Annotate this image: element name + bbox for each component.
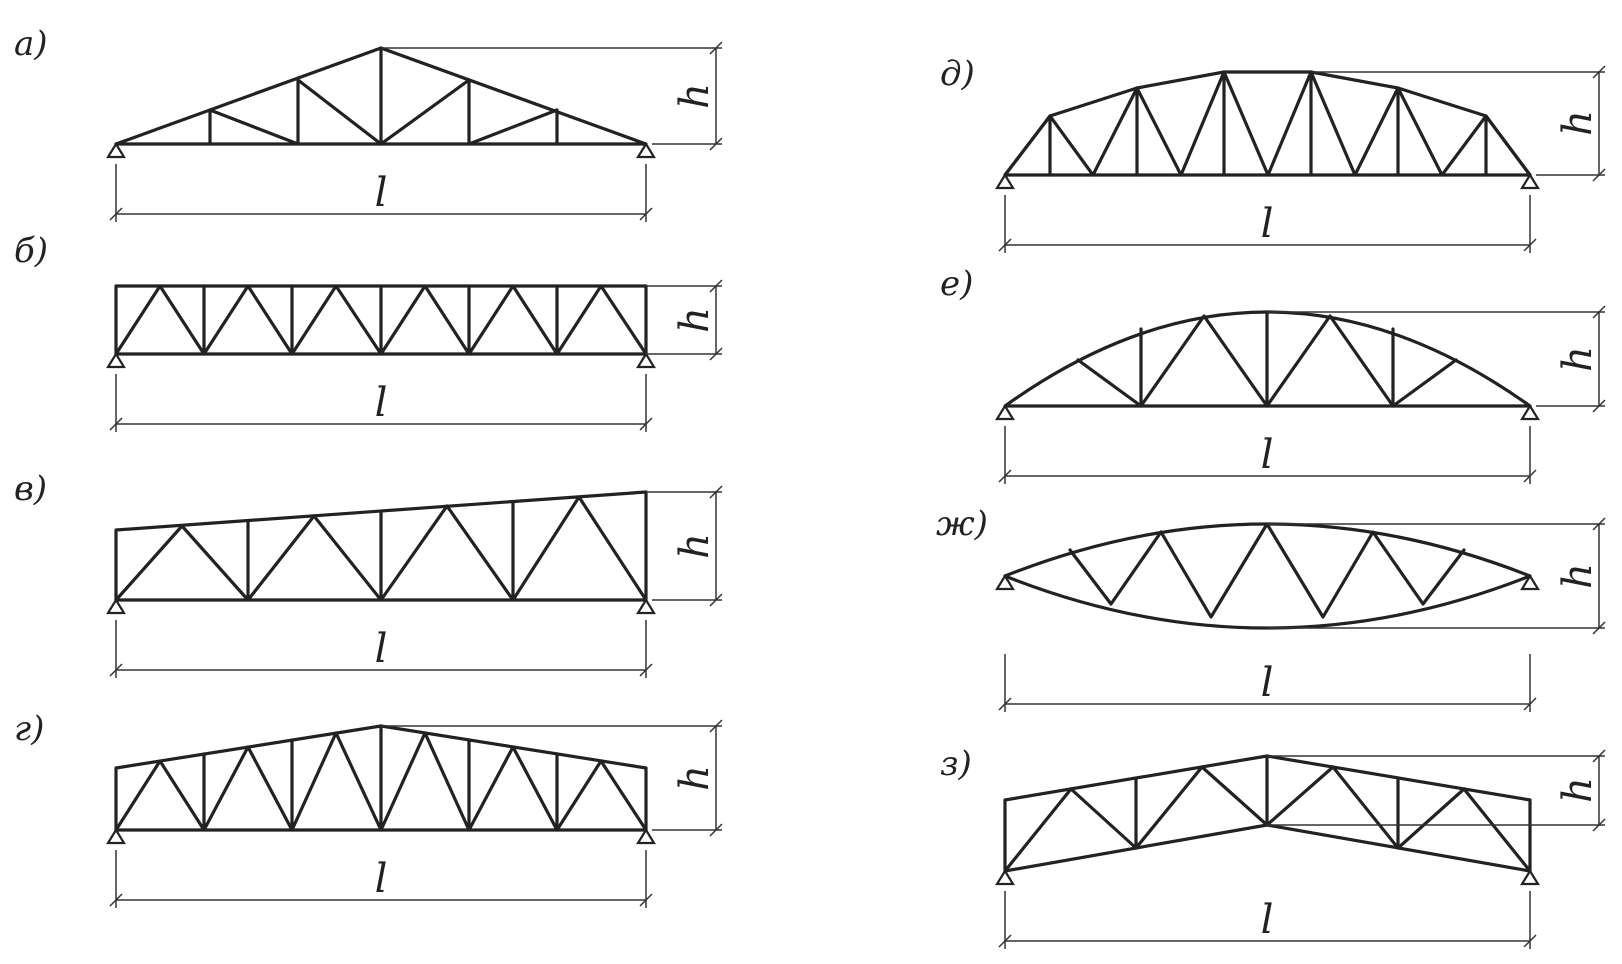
span-label-zh: l [1261,660,1274,706]
truss-e-supports [995,403,1540,421]
truss-zh-dimensions [998,517,1606,712]
truss-b: б) l h [14,231,723,432]
truss-a-members [114,46,648,146]
truss-a-dimensions [109,41,723,222]
span-label-b: l [375,380,388,426]
truss-v-dimensions [109,485,723,678]
truss-g-supports [106,827,656,845]
truss-b-dimensions [109,279,723,432]
truss-d-members [1003,70,1532,177]
truss-v-members [114,490,648,602]
height-label-v: h [672,533,718,559]
height-label-g: h [672,765,718,791]
truss-g: г) l h [14,709,723,908]
truss-v-supports [106,597,656,615]
truss-z: з) l h [940,744,1606,949]
truss-zh-members [1003,522,1532,630]
span-label-v: l [375,626,388,672]
truss-a: а) l h [14,24,723,222]
panel-label-d: д) [940,54,975,94]
height-label-b: h [672,307,718,333]
truss-e: е) l h [940,264,1606,484]
span-label-a: l [375,170,388,216]
truss-z-supports [995,868,1540,886]
truss-d-supports [995,172,1540,190]
truss-g-members [114,724,648,832]
height-label-a: h [672,83,718,109]
truss-b-supports [106,351,656,369]
panel-label-z: з) [940,744,972,784]
truss-z-members [1003,754,1532,873]
truss-zh: ж) l h [936,504,1606,712]
truss-v: в) l h [14,469,723,678]
panel-label-zh: ж) [936,504,988,544]
truss-b-members [114,284,648,356]
truss-e-dimensions [998,305,1606,484]
height-label-e: h [1555,346,1601,372]
truss-d-dimensions [998,65,1606,253]
span-label-d: l [1261,201,1274,247]
height-label-d: h [1555,110,1601,136]
truss-z-dimensions [998,749,1606,949]
height-label-z: h [1555,777,1601,803]
span-label-e: l [1261,432,1274,478]
panel-label-g: г) [14,709,44,749]
span-label-z: l [1261,897,1274,943]
truss-zh-supports [995,573,1540,591]
panel-label-a: а) [14,24,48,64]
truss-e-members [1003,310,1532,408]
truss-a-supports [106,141,656,159]
panel-label-b: б) [14,231,48,271]
height-label-zh: h [1555,563,1601,589]
span-label-g: l [375,856,388,902]
panel-label-v: в) [14,469,47,509]
truss-d: д) l h [940,54,1606,253]
truss-g-dimensions [109,719,723,908]
panel-label-e: е) [940,264,973,304]
